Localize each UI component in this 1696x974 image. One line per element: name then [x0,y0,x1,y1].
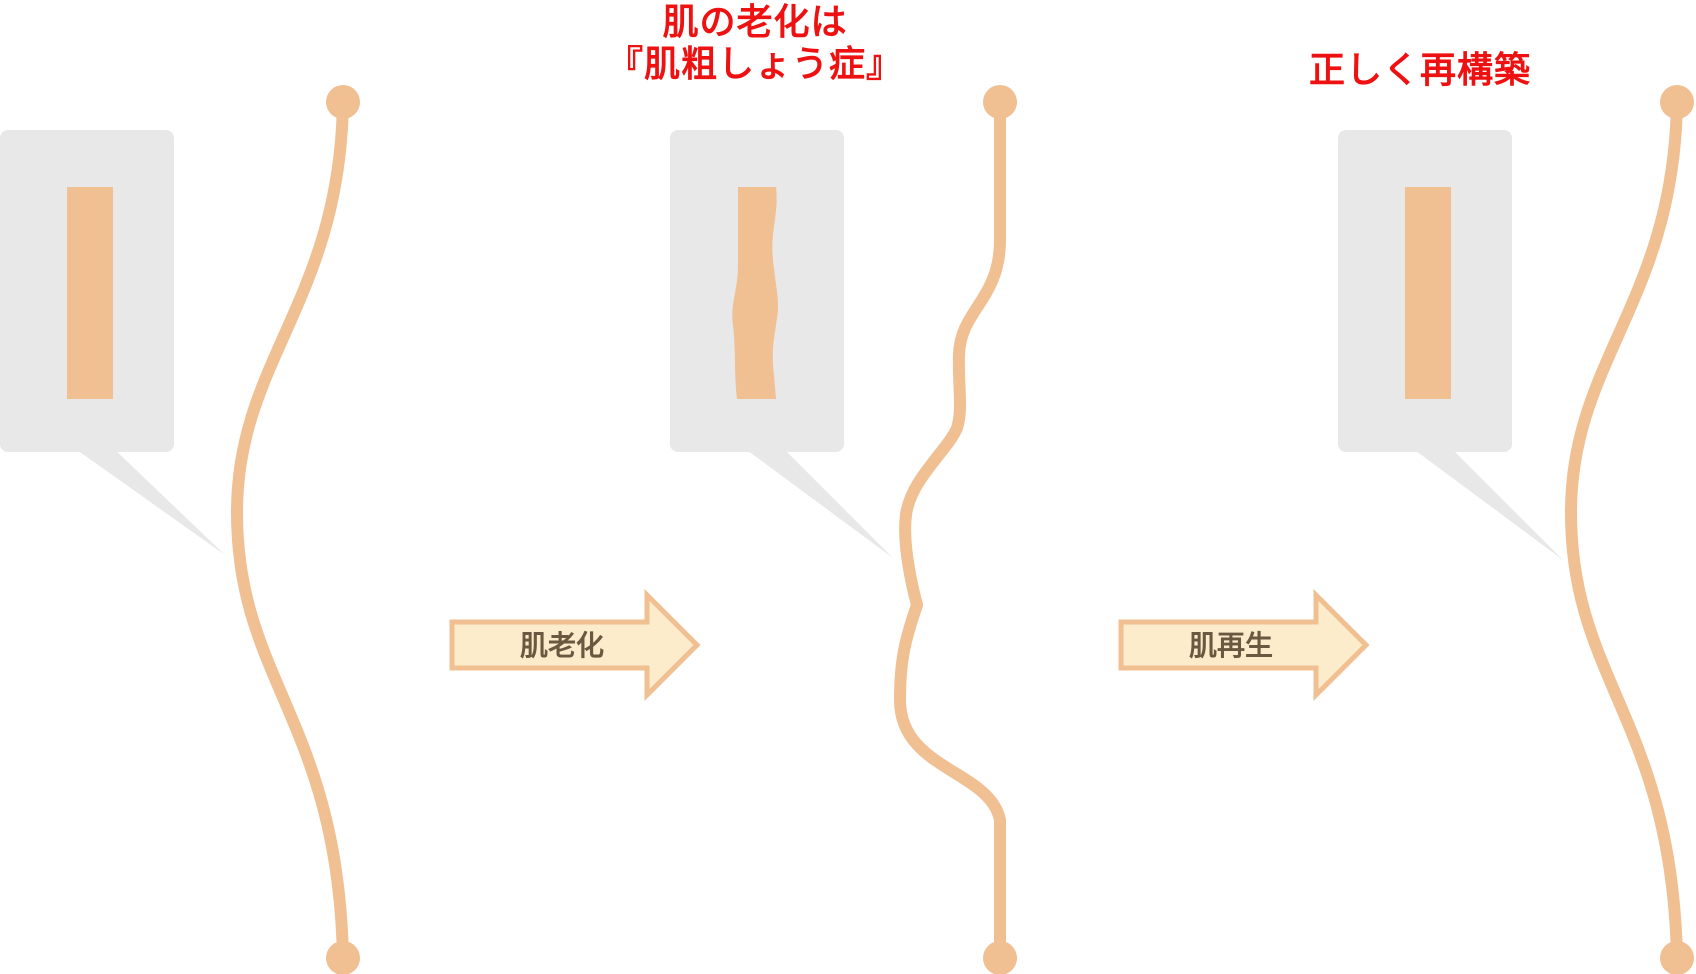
arrow-regeneration-shape [1118,588,1370,702]
skin-fiber-restored [1564,96,1683,964]
panel-restored [1338,85,1694,974]
arrow-aging-label: 肌老化 [520,629,604,662]
arrow-aging-shape [449,588,701,702]
callout-pointer [740,445,893,558]
collagen-fiber-wavy [732,187,779,399]
panel-aged [670,85,1017,974]
skin-fiber-smooth [230,96,349,964]
fiber-end-dot-top [326,85,360,119]
collagen-fiber-restored [1405,187,1451,399]
fiber-end-dot-bottom [983,941,1017,974]
arrow-aging: 肌老化 [449,588,701,702]
callout-pointer [70,445,225,555]
skin-fiber-deformed [894,96,1006,964]
restore-title: 正しく再構築 [1308,50,1531,91]
callout-pointer [1408,445,1563,560]
fiber-end-dot-top [983,85,1017,119]
aging-title: 肌の老化は 『肌粗しょう症』 [605,2,905,86]
fiber-end-dot-top [1660,85,1694,119]
arrow-regeneration-label: 肌再生 [1189,629,1273,662]
fiber-end-dot-bottom [326,941,360,974]
arrow-regeneration: 肌再生 [1118,588,1370,702]
aging-title-line2: 『肌粗しょう症』 [606,44,903,85]
fiber-end-dot-bottom [1660,941,1694,974]
collagen-fiber-straight [67,187,113,399]
aging-title-line1: 肌の老化は [662,2,848,43]
panel-healthy [0,85,360,974]
